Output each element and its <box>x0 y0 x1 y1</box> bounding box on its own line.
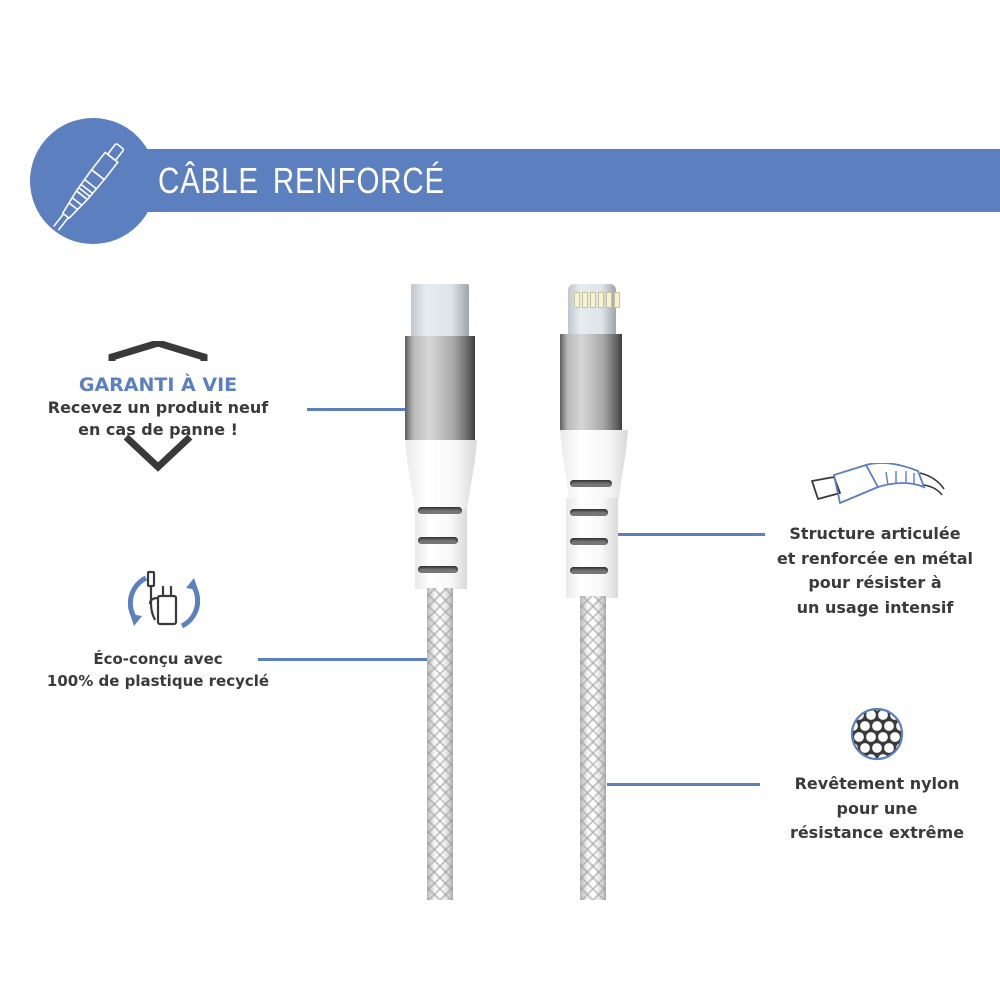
title-banner <box>140 149 1000 212</box>
nylon-line2: pour une <box>836 798 918 818</box>
cable-icon <box>53 143 125 231</box>
eco-line1: Éco-conçu avec <box>93 650 223 668</box>
header-badge <box>30 118 156 244</box>
lightning-cable <box>560 284 632 900</box>
nylon-mesh-icon <box>850 707 904 761</box>
nylon-feature: Revêtement nylon pour une résistance ext… <box>760 772 994 846</box>
structure-line1: Structure articulée <box>789 524 961 543</box>
groove <box>418 507 462 514</box>
warranty-title: GARANTI À VIE <box>78 374 238 396</box>
nylon-connector-line <box>607 783 760 786</box>
usb-c-boot-lower <box>415 509 467 589</box>
warranty-connector-line <box>307 408 407 411</box>
warranty-line2: en cas de panne ! <box>78 420 238 439</box>
eco-connector-line <box>258 658 428 661</box>
structure-connector-line <box>615 533 765 536</box>
lightning-metal-housing <box>560 334 622 430</box>
nylon-line1: Revêtement nylon <box>794 774 960 793</box>
lightning-plug <box>568 284 620 336</box>
structure-line4: un usage intensif <box>796 597 954 617</box>
lightning-strain-relief <box>560 430 628 500</box>
groove <box>570 538 608 545</box>
groove <box>418 566 458 573</box>
warranty-feature: GARANTI À VIE Recevez un produit neuf en… <box>20 373 296 441</box>
groove <box>570 509 608 516</box>
usb-c-plug <box>411 284 469 338</box>
eco-feature: Éco-conçu avec 100% de plastique recyclé <box>20 648 296 692</box>
groove <box>418 537 458 544</box>
usb-c-braided-cable <box>427 588 453 900</box>
usb-c-metal-housing <box>405 336 475 440</box>
lightning-pins <box>574 292 620 308</box>
nylon-line3: résistance extrême <box>789 823 965 842</box>
groove <box>570 567 608 574</box>
lightning-braided-cable <box>580 596 606 900</box>
groove <box>570 480 612 487</box>
page-title: CÂBLE RENFORCÉ <box>158 160 446 201</box>
structure-line3: pour résister à <box>808 573 942 592</box>
articulated-connector-icon <box>811 463 945 504</box>
shield-icon <box>108 341 208 472</box>
usb-c-cable <box>405 284 477 900</box>
recycle-charger-icon <box>128 570 200 629</box>
structure-line2: et renforcée en métal <box>776 548 974 568</box>
usb-c-strain-relief <box>405 440 477 510</box>
eco-line2: 100% de plastique recyclé <box>46 672 270 690</box>
structure-feature: Structure articulée et renforcée en méta… <box>760 522 990 620</box>
warranty-line1: Recevez un produit neuf <box>47 398 269 417</box>
